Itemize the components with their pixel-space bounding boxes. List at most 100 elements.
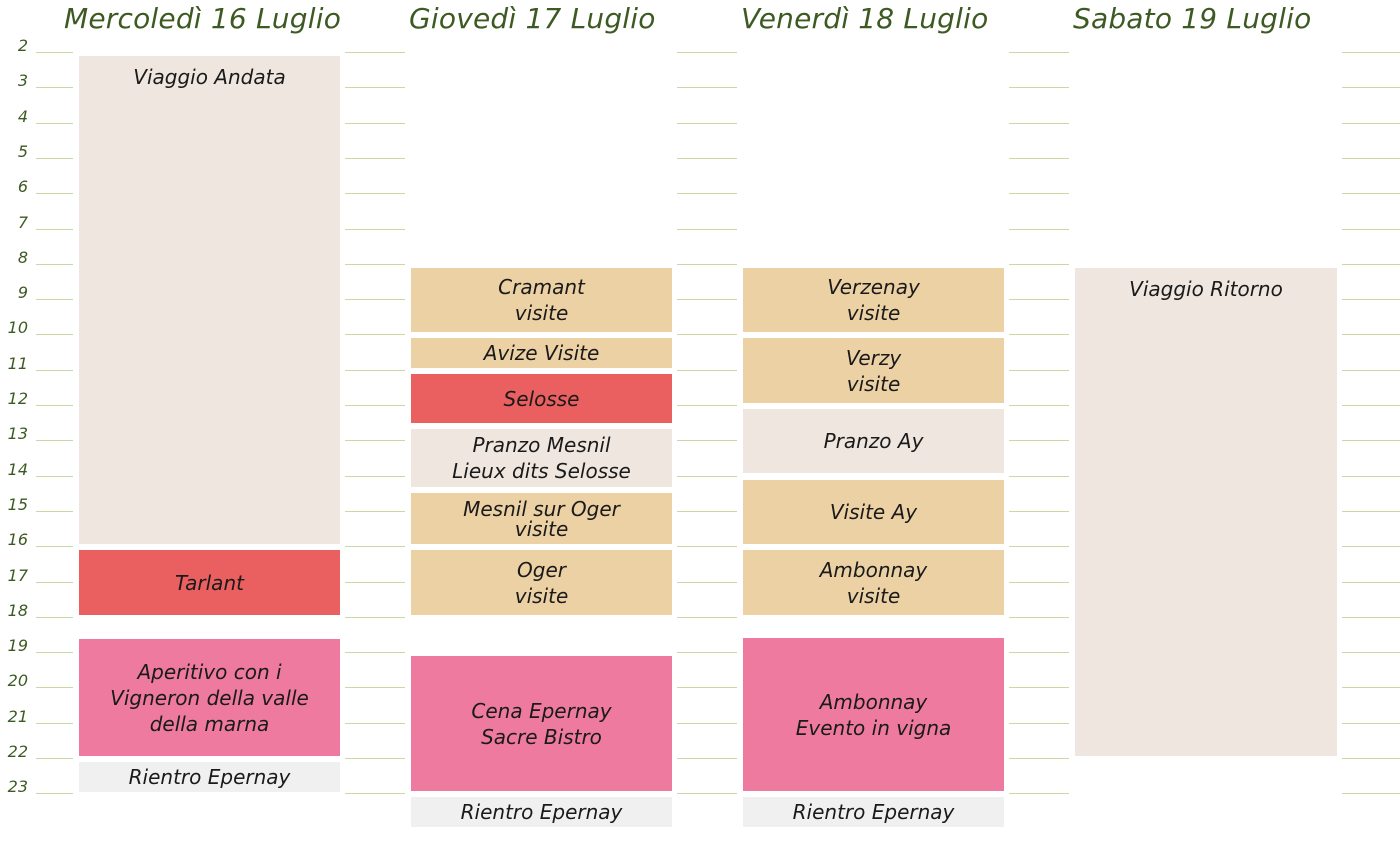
hour-gridline <box>36 229 73 230</box>
hour-gridline <box>677 652 737 653</box>
hour-gridline <box>677 617 737 618</box>
event-cena-epernay[interactable]: Cena Epernay Sacre Bistro <box>411 656 672 791</box>
hour-gridline <box>1009 793 1069 794</box>
hour-gridline <box>345 440 405 441</box>
event-label: Viaggio Ritorno <box>1129 277 1283 301</box>
event-label: Cena Epernay Sacre Bistro <box>471 698 612 749</box>
hour-gridline <box>1342 476 1400 477</box>
hour-gridline <box>36 723 73 724</box>
event-label: Pranzo Ay <box>823 429 924 453</box>
event-rientro-wed[interactable]: Rientro Epernay <box>79 762 340 792</box>
hour-label: 4 <box>17 107 28 126</box>
hour-gridline <box>1342 229 1400 230</box>
hour-gridline <box>345 617 405 618</box>
event-label: Viaggio Andata <box>133 65 286 89</box>
hour-gridline <box>36 687 73 688</box>
hour-gridline <box>1009 299 1069 300</box>
event-avize[interactable]: Avize Visite <box>411 338 672 368</box>
event-viaggio-andata[interactable]: Viaggio Andata <box>79 56 340 544</box>
hour-gridline <box>345 758 405 759</box>
hour-gridline <box>1342 440 1400 441</box>
hour-label: 6 <box>17 177 28 196</box>
hour-gridline <box>1009 582 1069 583</box>
event-label: Ambonnay visite <box>819 557 928 608</box>
event-verzenay[interactable]: Verzenay visite <box>743 268 1004 332</box>
hour-gridline <box>345 87 405 88</box>
event-ambonnay-visite[interactable]: Ambonnay visite <box>743 550 1004 615</box>
event-selosse[interactable]: Selosse <box>411 374 672 423</box>
hour-gridline <box>677 476 737 477</box>
hour-gridline <box>1342 546 1400 547</box>
hour-gridline <box>345 264 405 265</box>
hour-label: 21 <box>7 707 28 726</box>
event-visite-ay[interactable]: Visite Ay <box>743 480 1004 544</box>
event-mesnil-oger[interactable]: Mesnil sur Oger visite <box>411 493 672 544</box>
hour-gridline <box>345 652 405 653</box>
event-tarlant[interactable]: Tarlant <box>79 550 340 615</box>
event-label: Rientro Epernay <box>128 765 291 789</box>
hour-gridline <box>36 617 73 618</box>
hour-gridline <box>36 334 73 335</box>
hour-gridline <box>1009 546 1069 547</box>
hour-gridline <box>677 87 737 88</box>
hour-gridline <box>1009 758 1069 759</box>
event-label: Avize Visite <box>483 341 600 365</box>
hour-gridline <box>345 511 405 512</box>
hour-gridline <box>345 405 405 406</box>
hour-gridline <box>677 758 737 759</box>
hour-gridline <box>677 370 737 371</box>
hour-gridline <box>345 193 405 194</box>
event-aperitivo[interactable]: Aperitivo con i Vigneron della valle del… <box>79 639 340 756</box>
hour-gridline <box>345 299 405 300</box>
hour-gridline <box>677 229 737 230</box>
event-pranzo-ay[interactable]: Pranzo Ay <box>743 409 1004 473</box>
hour-gridline <box>1342 405 1400 406</box>
hour-gridline <box>677 405 737 406</box>
event-label: Aperitivo con i Vigneron della valle del… <box>110 659 309 736</box>
hour-gridline <box>1009 370 1069 371</box>
hour-gridline <box>1009 405 1069 406</box>
hour-gridline <box>1342 617 1400 618</box>
event-rientro-thu[interactable]: Rientro Epernay <box>411 797 672 827</box>
hour-gridline <box>1342 687 1400 688</box>
hour-label: 16 <box>7 530 28 549</box>
hour-label: 23 <box>7 777 28 796</box>
hour-gridline <box>1009 158 1069 159</box>
hour-gridline <box>36 158 73 159</box>
hour-gridline <box>1009 476 1069 477</box>
event-label: Oger visite <box>514 557 569 608</box>
event-label: Pranzo Mesnil Lieux dits Selosse <box>452 433 631 483</box>
event-rientro-fri[interactable]: Rientro Epernay <box>743 797 1004 827</box>
hour-gridline <box>36 440 73 441</box>
hour-gridline <box>1009 52 1069 53</box>
hour-gridline <box>1342 723 1400 724</box>
event-label: Mesnil sur Oger visite <box>463 496 620 541</box>
hour-gridline <box>677 123 737 124</box>
event-verzy[interactable]: Verzy visite <box>743 338 1004 403</box>
hour-gridline <box>1009 723 1069 724</box>
hour-gridline <box>345 158 405 159</box>
day-title-fri: Venerdì 18 Luglio <box>741 2 989 35</box>
hour-gridline <box>345 687 405 688</box>
hour-label: 19 <box>7 636 28 655</box>
hour-label: 15 <box>7 495 28 514</box>
event-label: Selosse <box>503 386 580 411</box>
event-pranzo-mesnil[interactable]: Pranzo Mesnil Lieux dits Selosse <box>411 429 672 487</box>
hour-label: 12 <box>7 389 28 408</box>
hour-gridline <box>1009 193 1069 194</box>
event-ambonnay-evento[interactable]: Ambonnay Evento in vigna <box>743 638 1004 791</box>
hour-gridline <box>1342 511 1400 512</box>
day-title-wed: Mercoledì 16 Luglio <box>64 2 342 35</box>
hour-gridline <box>1342 793 1400 794</box>
hour-gridline <box>1009 652 1069 653</box>
event-cramant[interactable]: Cramant visite <box>411 268 672 332</box>
hour-gridline <box>345 723 405 724</box>
event-viaggio-ritorno[interactable]: Viaggio Ritorno <box>1075 268 1337 756</box>
hour-gridline <box>1342 193 1400 194</box>
event-label: Verzy visite <box>845 345 902 396</box>
hour-gridline <box>36 582 73 583</box>
hour-gridline <box>677 793 737 794</box>
hour-label: 2 <box>17 36 28 55</box>
event-label: Tarlant <box>175 570 244 595</box>
event-oger[interactable]: Oger visite <box>411 550 672 615</box>
